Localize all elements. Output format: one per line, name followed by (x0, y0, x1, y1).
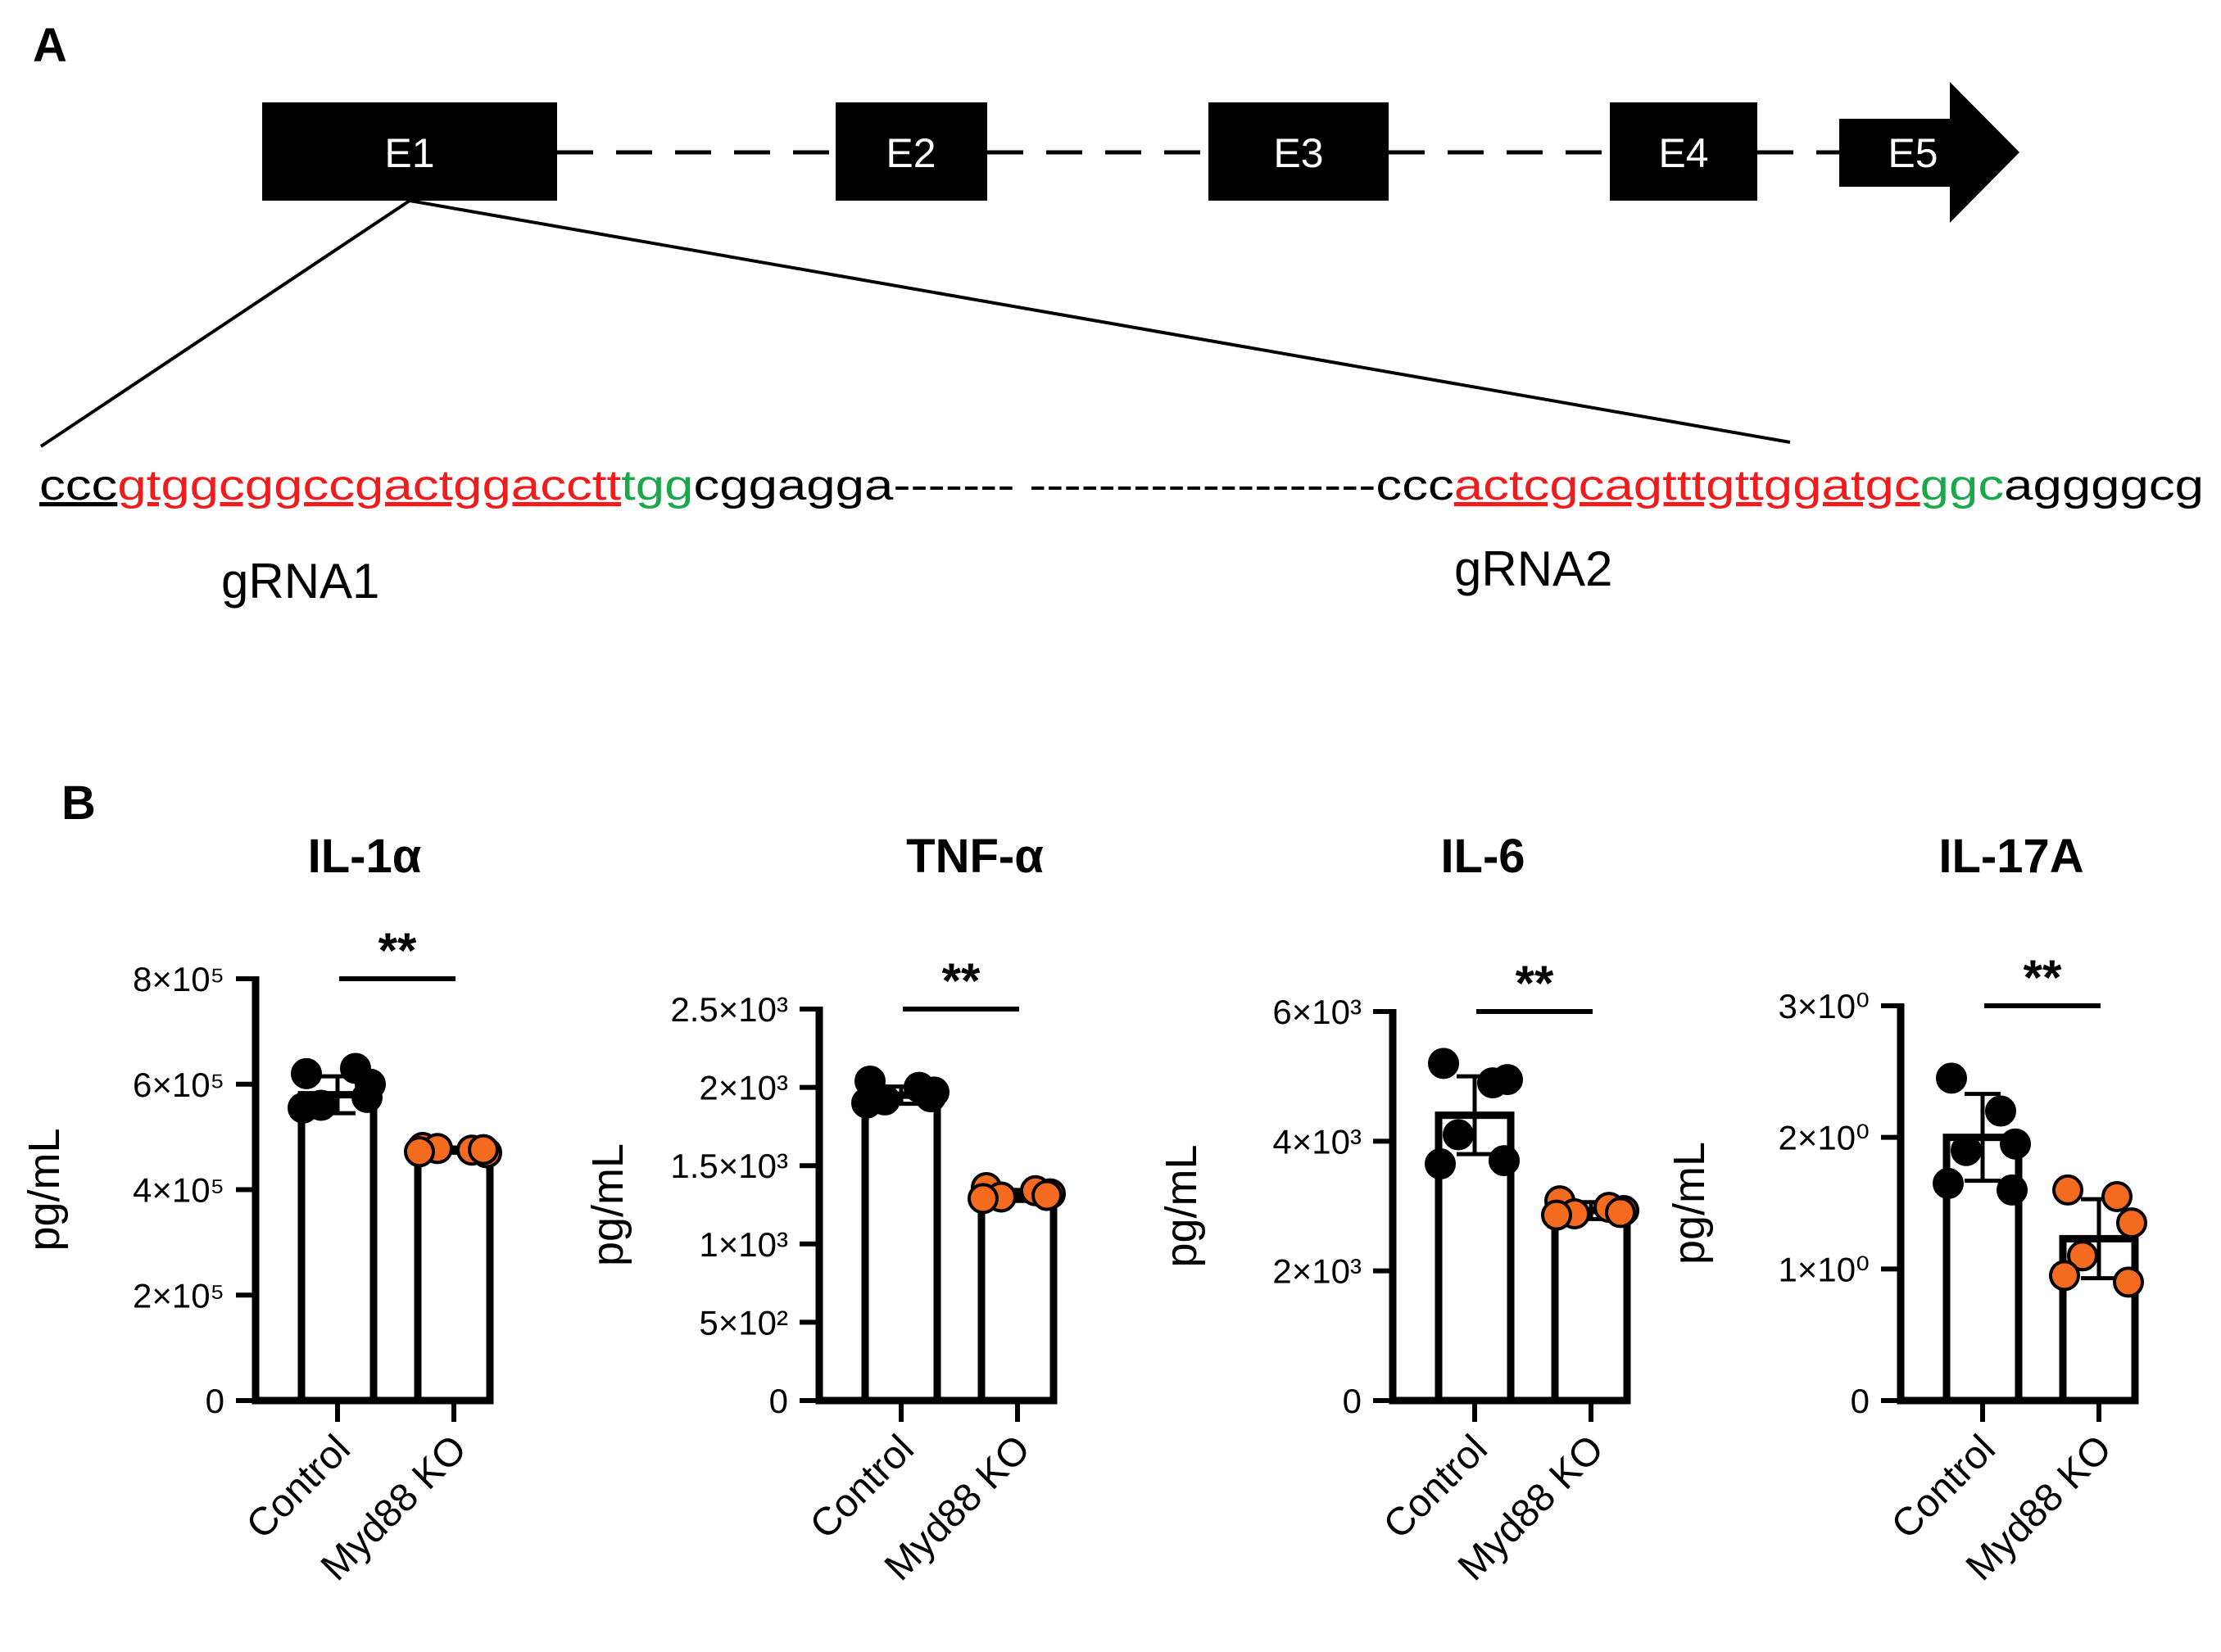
data-point-control (1985, 1095, 2016, 1127)
y-tick-label: 0 (1343, 1382, 1362, 1420)
y-tick-label: 1×10⁰ (1779, 1250, 1870, 1288)
y-tick-label: 2×10³ (699, 1069, 788, 1107)
data-point-control (288, 1092, 319, 1124)
data-point-control (1492, 1064, 1523, 1096)
y-tick-label: 0 (769, 1382, 788, 1420)
y-tick-label: 3×10⁰ (1779, 987, 1870, 1025)
chart-2: TNF-α 0 5×10² 1×10³ 1.5×10³ 2×10³ 2.5×10³ pg/mL… (583, 830, 1066, 1589)
data-point-ko (2049, 1260, 2080, 1292)
y-tick-label: 6×10³ (1272, 993, 1362, 1031)
y-axis-label: pg/mL (1157, 1144, 1206, 1267)
panel-label-a: A (33, 19, 67, 72)
y-tick-label: 2×10⁵ (133, 1276, 224, 1315)
significance-marker: ** (378, 923, 417, 978)
grna1-sequence: gtggcggccgactggacctt (117, 462, 621, 509)
data-point-control (1936, 1062, 1967, 1094)
y-axis-label: pg/mL (583, 1143, 632, 1266)
y-tick-label: 8×10⁵ (133, 960, 224, 998)
exon-e5-arrow (1839, 82, 2019, 223)
pam2-sequence: ggc (1920, 462, 2004, 509)
zoom-line (39, 199, 411, 448)
bar-charts: IL-1α02×10⁵4×10⁵6×10⁵8×10⁵pg/mLControlMy… (20, 830, 2147, 1589)
data-point-ko (2052, 1174, 2083, 1206)
y-tick-label: 4×10³ (1272, 1122, 1362, 1161)
data-point-control (1428, 1048, 1459, 1079)
y-tick-label: 0 (206, 1382, 224, 1420)
significance-marker: ** (2024, 950, 2062, 1005)
grna1-label: gRNA1 (221, 554, 379, 609)
data-point-ko (2067, 1240, 2098, 1272)
exon-e3 (1208, 102, 1389, 201)
seq-middle: cggagga------- --------------------ccc (693, 462, 1453, 509)
y-tick-label: 6×10⁵ (133, 1066, 224, 1104)
chart-title: IL-17A (1938, 830, 2083, 883)
data-point-ko (1605, 1197, 1636, 1229)
grna2-sequence: actcgcagtttgttggatgc (1454, 462, 1920, 509)
panel-label-b: B (61, 776, 96, 830)
data-point-control (1951, 1134, 1982, 1166)
x-category-label: Control (238, 1427, 359, 1547)
exon-label: E4 (1658, 130, 1708, 176)
exon-e4 (1610, 102, 1757, 201)
exon-label: E5 (1888, 130, 1938, 176)
bar-ko (977, 1192, 1058, 1405)
bar-ko (414, 1146, 494, 1405)
data-point-control (1489, 1145, 1520, 1177)
data-point-control (2000, 1128, 2031, 1160)
data-point-ko (468, 1134, 499, 1165)
grna2-label: gRNA2 (1454, 541, 1612, 596)
y-axis-label: pg/mL (1665, 1142, 1714, 1265)
bar-control (861, 1091, 941, 1405)
significance-marker: ** (942, 953, 981, 1008)
data-point-control (1425, 1148, 1456, 1180)
data-point-control (291, 1057, 322, 1089)
x-category-label: Control (802, 1427, 922, 1547)
chart-4: IL-17A01×10⁰2×10⁰3×10⁰pg/mLControlMyd88 … (1665, 830, 2147, 1589)
y-tick-label: 1.5×10³ (670, 1147, 788, 1185)
exon-e1 (262, 102, 557, 201)
chart-title: TNF-α (906, 830, 1044, 883)
y-axis-label: pg/mL (20, 1128, 69, 1251)
exon-e2 (836, 102, 987, 201)
bar-ko (1551, 1206, 1631, 1405)
data-point-control (1443, 1119, 1474, 1151)
data-point-ko (404, 1136, 435, 1168)
data-point-control (915, 1081, 946, 1113)
y-tick-label: 5×10² (699, 1303, 788, 1342)
data-point-control (851, 1087, 882, 1119)
y-tick-label: 1×10³ (699, 1225, 788, 1264)
y-tick-label: 0 (1851, 1382, 1870, 1420)
exon-label: E3 (1273, 130, 1323, 176)
data-point-ko (1031, 1179, 1063, 1211)
exon-label: E1 (384, 130, 434, 176)
chart-1: IL-1α02×10⁵4×10⁵6×10⁵8×10⁵pg/mLControlMy… (20, 830, 502, 1589)
data-point-control (1997, 1174, 2028, 1206)
y-tick-label: 4×10⁵ (133, 1171, 224, 1210)
chart-title: IL-6 (1440, 830, 1525, 883)
x-category-label: Control (1883, 1427, 2004, 1547)
data-point-ko (2113, 1266, 2144, 1298)
data-point-ko (2116, 1207, 2147, 1239)
data-point-ko (2101, 1180, 2133, 1212)
seq-suffix: aggggcg (2004, 462, 2204, 509)
y-tick-label: 2×10³ (1272, 1252, 1362, 1291)
x-category-label: Control (1376, 1427, 1496, 1547)
data-point-ko (968, 1183, 999, 1215)
chart-title: IL-1α (308, 830, 422, 883)
exon-label: E2 (886, 130, 936, 176)
zoom-line (409, 199, 1791, 444)
y-tick-label: 2.5×10³ (670, 990, 788, 1029)
y-tick-label: 2×10⁰ (1779, 1119, 1870, 1157)
data-point-control (1933, 1167, 1964, 1199)
significance-marker: ** (1516, 956, 1554, 1011)
data-point-control (351, 1081, 383, 1113)
pam1-sequence: tgg (621, 462, 693, 509)
seq-prefix: ccc (39, 462, 117, 509)
data-point-ko (1541, 1199, 1572, 1231)
bar-control (297, 1091, 378, 1405)
